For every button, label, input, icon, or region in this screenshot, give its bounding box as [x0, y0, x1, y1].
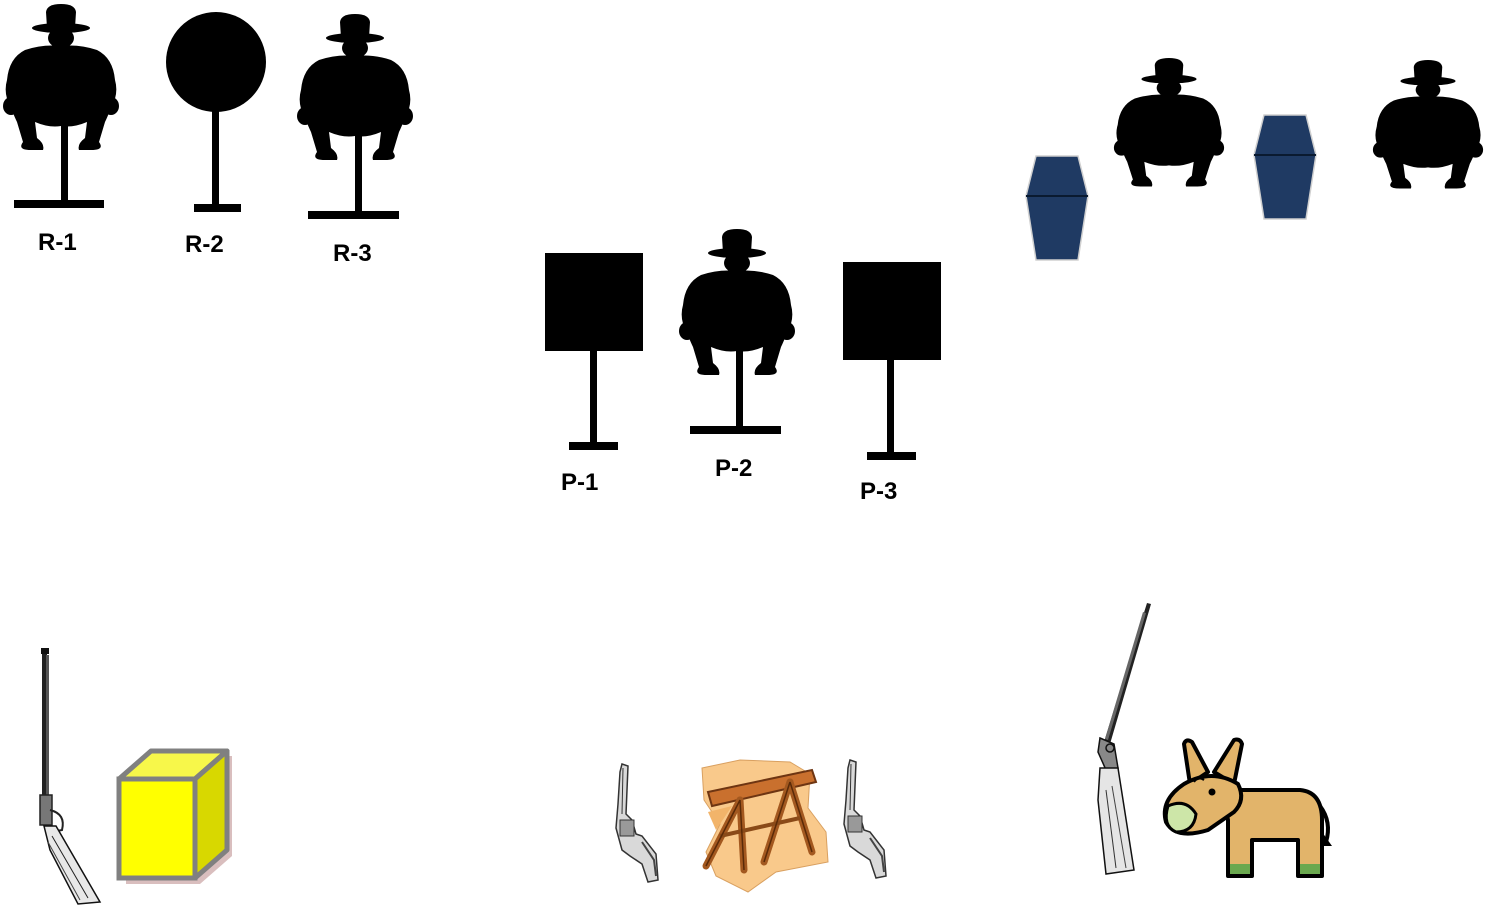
pistol-target-p2	[679, 229, 795, 434]
label-r2: R-2	[185, 231, 224, 258]
sawhorse-icon	[701, 759, 829, 893]
rifle-icon	[39, 648, 102, 905]
yellow-box-icon	[116, 748, 232, 884]
revolver-icon-right	[843, 759, 887, 879]
shotgun-barrel-1	[1025, 155, 1089, 261]
mule-icon	[1162, 737, 1332, 878]
label-p1: P-1	[561, 469, 599, 496]
shotgun-bandit-2	[1372, 60, 1484, 189]
shotgun-icon	[1097, 603, 1151, 875]
pistol-target-p3	[843, 262, 941, 460]
rifle-target-r1	[3, 4, 119, 208]
shotgun-barrel-2	[1253, 114, 1317, 220]
rifle-target-r2	[166, 12, 266, 212]
label-r1: R-1	[38, 229, 77, 256]
pistol-target-p1	[545, 253, 643, 450]
label-p3: P-3	[860, 478, 898, 505]
rifle-target-r3	[297, 14, 413, 219]
label-r3: R-3	[333, 240, 372, 267]
shotgun-bandit-1	[1113, 58, 1225, 187]
revolver-icon-left	[615, 763, 659, 883]
label-p2: P-2	[715, 455, 753, 482]
